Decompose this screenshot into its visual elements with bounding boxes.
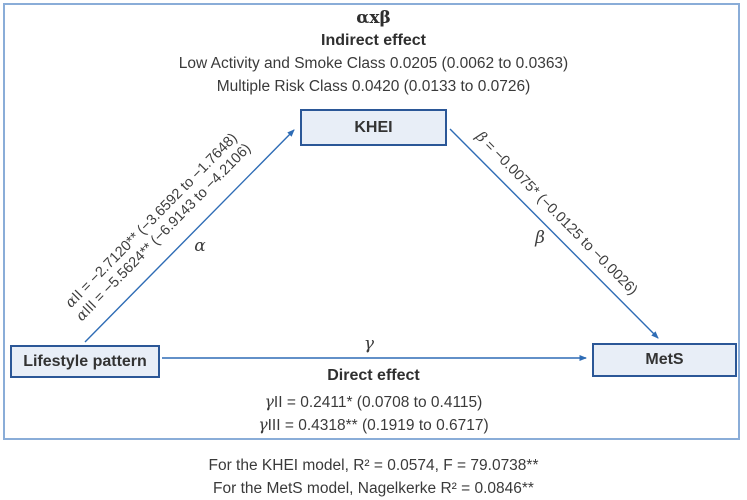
gamma-coefficient-text: II = 0.2411* (0.0708 to 0.4115) (273, 394, 483, 411)
node-lifestyle-pattern: Lifestyle pattern (10, 345, 160, 378)
indirect-title-axb: αxβ (356, 8, 391, 28)
node-khei: KHEI (300, 109, 447, 146)
gamma-symbol-inline: γ (264, 393, 274, 411)
gamma-path-symbol: γ (363, 334, 375, 354)
gamma-symbol-inline: γ (258, 416, 268, 434)
alpha-path-arrow (84, 129, 295, 343)
direct-effect-title: Direct effect (327, 367, 420, 384)
direct-effect-block: Direct effect γII = 0.2411* (0.0708 to 0… (0, 366, 747, 437)
gamma-coefficient-line: γII = 0.2411* (0.0708 to 0.4115) (0, 391, 747, 414)
beta-path-symbol: β (535, 228, 545, 248)
alpha-path-symbol: α (194, 236, 206, 256)
gamma-coefficient-text: III = 0.4318** (0.1919 to 0.6717) (267, 417, 489, 434)
gamma-coefficient-line: γIII = 0.4318** (0.1919 to 0.6717) (0, 414, 747, 437)
mets-model-fit-line: For the MetS model, Nagelkerke R² = 0.08… (213, 480, 534, 497)
khei-model-fit-line: For the KHEI model, R² = 0.0574, F = 79.… (208, 457, 539, 474)
indirect-stat-line: Low Activity and Smoke Class 0.0205 (0.0… (178, 55, 569, 72)
indirect-stat-line: Multiple Risk Class 0.0420 (0.0133 to 0.… (216, 78, 531, 95)
figure-frame (3, 3, 740, 440)
indirect-subtitle: Indirect effect (321, 32, 426, 49)
indirect-effect-block: αxβ Indirect effect Low Activity and Smo… (0, 8, 747, 98)
beta-path-arrow (449, 128, 659, 339)
node-mets: MetS (592, 343, 737, 377)
model-fit-footnotes: For the KHEI model, R² = 0.0574, F = 79.… (0, 454, 747, 500)
